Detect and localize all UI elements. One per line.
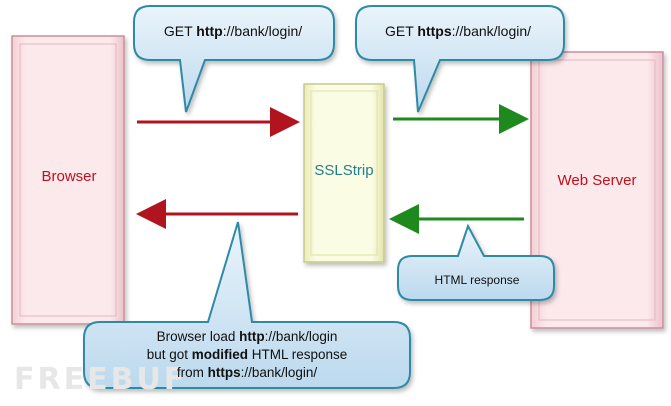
callout-browser-load-text: Browser load http://bank/login but got m… — [86, 328, 408, 382]
callout-browser-load-bubble — [83, 221, 411, 389]
callout-html-response-text: HTML response — [434, 273, 520, 287]
line2-suffix: HTML response — [248, 347, 348, 362]
get-http-prefix: GET — [163, 23, 197, 39]
browser-box — [11, 35, 125, 325]
sslstrip-label: SSLStrip — [314, 161, 374, 179]
browser-load-line-2: but got modified HTML response — [86, 346, 408, 364]
web-server-label: Web Server — [557, 171, 637, 189]
get-https-suffix: ://bank/login/ — [451, 23, 532, 39]
callout-html-response-bubble — [397, 223, 555, 301]
callout-get-http-text: GET http://bank/login/ — [138, 22, 328, 40]
watermark: FREEBUF — [14, 362, 188, 397]
line3-suffix: ://bank/login/ — [240, 365, 318, 380]
browser-label: Browser — [41, 167, 97, 185]
sslstrip-box — [303, 83, 385, 263]
browser-load-line-1: Browser load http://bank/login — [86, 328, 408, 346]
callout-get-https-text: GET https://bank/login/ — [360, 22, 556, 40]
callout-get-https-bubble — [355, 5, 565, 113]
line1-protocol: http — [239, 329, 265, 344]
line2-bold: modified — [191, 347, 248, 362]
get-http-suffix: ://bank/login/ — [222, 23, 303, 39]
line3-prefix: from — [176, 365, 208, 380]
line3-protocol: https — [207, 365, 241, 380]
get-https-protocol: https — [417, 23, 452, 39]
browser-load-line-3: from https://bank/login/ — [86, 364, 408, 382]
get-https-prefix: GET — [384, 23, 418, 39]
line1-suffix: ://bank/login — [264, 329, 338, 344]
callout-get-http-bubble — [133, 5, 335, 113]
line2-prefix: but got — [146, 347, 192, 362]
line1-prefix: Browser load — [156, 329, 240, 344]
get-http-protocol: http — [196, 23, 223, 39]
